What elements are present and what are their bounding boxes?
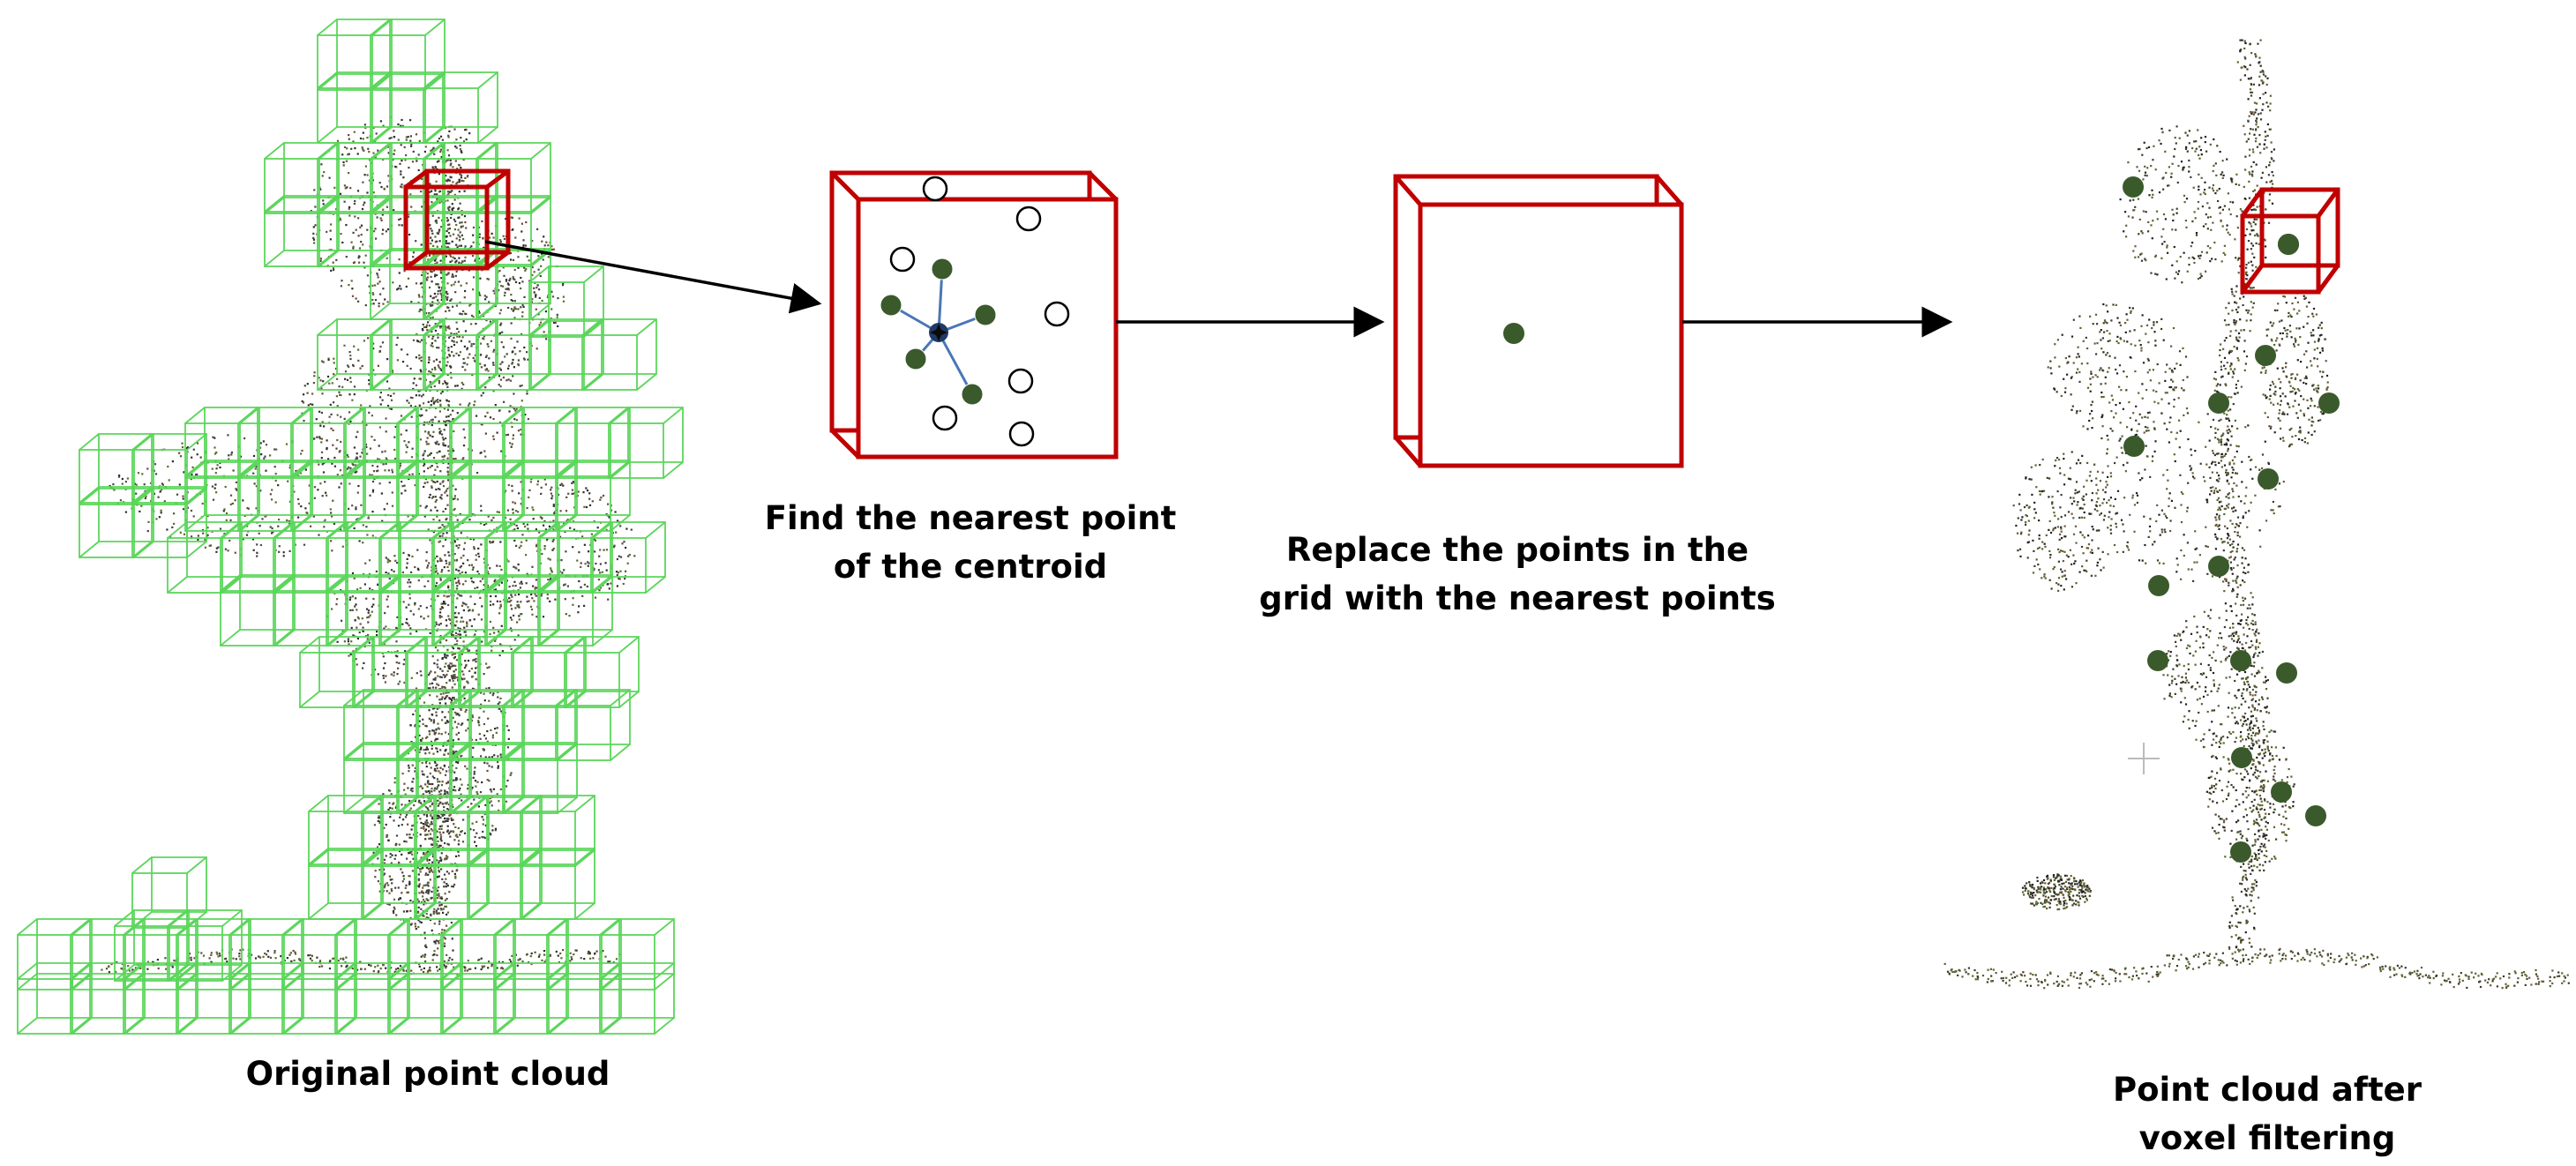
highlighted-voxel-cube bbox=[403, 168, 511, 271]
empty-point bbox=[1044, 301, 1070, 327]
voxel-nearest-point-box bbox=[829, 170, 1119, 460]
nearby-point bbox=[880, 294, 902, 317]
voxel-cell bbox=[564, 636, 640, 708]
kept-point bbox=[1503, 323, 1524, 344]
voxel-box bbox=[829, 170, 1119, 460]
kept-point bbox=[2230, 650, 2251, 671]
voxel-replaced-box bbox=[1393, 174, 1684, 468]
highlighted-voxel-cube bbox=[2240, 187, 2340, 295]
kept-point bbox=[2278, 234, 2299, 255]
voxel-cell bbox=[608, 407, 684, 479]
kept-point bbox=[2230, 841, 2251, 863]
kept-point bbox=[2231, 747, 2252, 768]
empty-point bbox=[932, 405, 958, 431]
arrow-right-icon bbox=[484, 240, 822, 314]
caption-original-point-cloud: Original point cloud bbox=[245, 1055, 610, 1093]
kept-point bbox=[2123, 176, 2144, 198]
nearby-point bbox=[974, 303, 997, 326]
voxel-cell bbox=[599, 962, 675, 1035]
caption-replace-points: Replace the points in the grid with the … bbox=[1259, 531, 1776, 617]
voxel-cell bbox=[114, 909, 190, 982]
highlighted-voxel bbox=[403, 168, 511, 271]
empty-point bbox=[922, 176, 948, 202]
empty-point bbox=[1008, 421, 1035, 447]
crosshair-icon bbox=[2128, 743, 2160, 774]
filtered-cloud-points bbox=[1943, 39, 2570, 990]
voxel-cell bbox=[308, 848, 384, 920]
voxel-cell bbox=[352, 636, 428, 708]
kept-point bbox=[2271, 781, 2292, 803]
kept-point bbox=[2208, 556, 2229, 577]
voxel-cell bbox=[555, 689, 631, 761]
kept-points bbox=[2123, 176, 2340, 863]
kept-point bbox=[2276, 662, 2297, 684]
voxel-cell bbox=[326, 574, 401, 647]
voxel-grid bbox=[17, 19, 684, 1035]
voxel-cell bbox=[131, 856, 207, 929]
voxel-cell bbox=[502, 742, 578, 814]
highlighted-voxel bbox=[2240, 187, 2340, 295]
kept-point bbox=[2305, 805, 2326, 826]
empty-point bbox=[1007, 368, 1034, 394]
kept-point bbox=[2318, 392, 2340, 414]
voxel-cell bbox=[299, 636, 375, 708]
voxel-cell bbox=[581, 318, 657, 391]
voxel-cell bbox=[167, 909, 243, 982]
kept-point bbox=[2147, 650, 2168, 671]
original-point-cloud bbox=[17, 19, 684, 1035]
voxel-cell bbox=[237, 407, 313, 479]
voxel-cell bbox=[493, 918, 569, 990]
original-cloud-points bbox=[101, 116, 636, 976]
voxel-cell bbox=[449, 742, 525, 814]
voxel-cell bbox=[317, 318, 393, 391]
voxel-cell bbox=[484, 521, 560, 594]
voxel-cell bbox=[537, 521, 613, 594]
kept-point bbox=[2258, 468, 2279, 490]
voxel-cell bbox=[590, 521, 666, 594]
voxel-cell bbox=[378, 574, 454, 647]
nearby-point bbox=[904, 348, 927, 370]
voxel-cell bbox=[493, 962, 569, 1035]
kept-point bbox=[2255, 345, 2276, 366]
empty-point bbox=[1015, 206, 1042, 232]
nearby-point bbox=[931, 258, 954, 280]
voxel-box bbox=[1393, 174, 1684, 468]
kept-point bbox=[2148, 575, 2169, 596]
voxel-cell bbox=[546, 918, 622, 990]
nearby-point bbox=[961, 383, 984, 406]
star-icon bbox=[930, 324, 947, 341]
voxel-cell bbox=[537, 574, 613, 647]
kept-point bbox=[2123, 436, 2145, 457]
voxel-cell bbox=[228, 962, 304, 1035]
centroid-link bbox=[937, 332, 974, 395]
kept-point bbox=[2208, 392, 2229, 414]
filtered-point-cloud bbox=[1943, 39, 2570, 990]
voxel-cell bbox=[476, 318, 551, 391]
caption-point-cloud-after-filtering: Point cloud after voxel filtering bbox=[2113, 1071, 2422, 1157]
empty-point bbox=[889, 246, 916, 273]
voxel-cell bbox=[423, 318, 498, 391]
voxel-cell bbox=[555, 460, 631, 532]
caption-find-nearest-point: Find the nearest point of the centroid bbox=[764, 499, 1177, 586]
